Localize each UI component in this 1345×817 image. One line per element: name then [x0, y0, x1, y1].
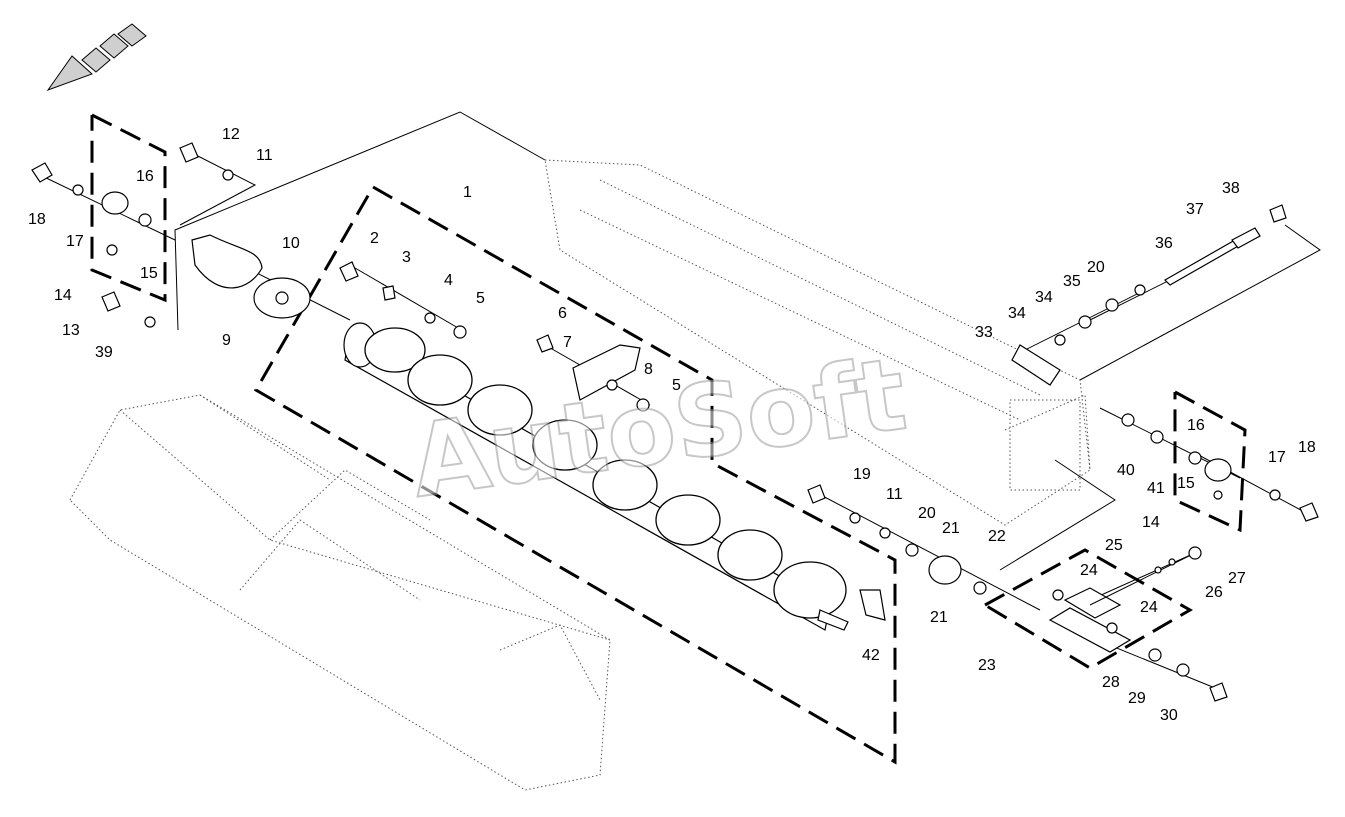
callout-5: 5 — [476, 290, 485, 307]
right-bearing-parts — [807, 204, 1319, 702]
callout-25: 25 — [1105, 537, 1123, 554]
callout-41: 41 — [1147, 480, 1165, 497]
callout-37: 37 — [1186, 201, 1204, 218]
callout-5b: 5 — [672, 377, 681, 394]
callout-9: 9 — [222, 332, 231, 349]
callout-16: 16 — [136, 168, 154, 185]
callout-8: 8 — [644, 361, 653, 378]
direction-arrow-icon — [46, 23, 147, 92]
callout-27: 27 — [1228, 570, 1246, 587]
callout-17b: 17 — [1268, 449, 1286, 466]
callout-35: 35 — [1063, 273, 1081, 290]
callout-6: 6 — [558, 305, 567, 322]
callout-12: 12 — [222, 126, 240, 143]
callout-16b: 16 — [1187, 417, 1205, 434]
callout-36: 36 — [1155, 235, 1173, 252]
callout-2: 2 — [370, 230, 379, 247]
callout-23: 23 — [978, 657, 996, 674]
callout-15b: 15 — [1177, 475, 1195, 492]
callout-20: 20 — [918, 505, 936, 522]
callout-38: 38 — [1222, 180, 1240, 197]
callout-22: 22 — [988, 528, 1006, 545]
callout-18b: 18 — [1298, 439, 1316, 456]
group-outlines — [90, 113, 1247, 765]
callout-34: 34 — [1008, 305, 1026, 322]
callout-19: 19 — [853, 466, 871, 483]
callout-40: 40 — [1117, 462, 1135, 479]
callout-28: 28 — [1102, 674, 1120, 691]
callout-24b: 24 — [1140, 599, 1158, 616]
callout-11b: 11 — [886, 486, 903, 503]
callout-42: 42 — [862, 647, 880, 664]
callout-3: 3 — [402, 249, 411, 266]
callout-20b: 20 — [1087, 259, 1105, 276]
callout-26: 26 — [1205, 584, 1223, 601]
header-frame-right — [544, 159, 1091, 526]
watermark: AutoSoft — [404, 335, 913, 520]
callout-34b: 34 — [1035, 289, 1053, 306]
callout-1: 1 — [463, 184, 472, 201]
callout-17: 17 — [66, 233, 84, 250]
callout-39: 39 — [95, 344, 113, 361]
callout-29: 29 — [1128, 690, 1146, 707]
callout-labels: 1 2 3 4 5 6 7 8 5 9 10 11 12 13 14 15 16… — [28, 126, 1316, 724]
callout-4: 4 — [444, 272, 453, 289]
callout-21: 21 — [942, 520, 960, 537]
callout-30: 30 — [1160, 707, 1178, 724]
callout-14: 14 — [54, 287, 72, 304]
callout-14b: 14 — [1142, 514, 1160, 531]
callout-33: 33 — [975, 324, 993, 341]
callout-13: 13 — [62, 322, 80, 339]
callout-7: 7 — [563, 334, 572, 351]
callout-24: 24 — [1080, 562, 1098, 579]
left-bearing-assembly — [31, 142, 311, 328]
callout-15: 15 — [140, 265, 158, 282]
header-frame-left — [69, 394, 611, 791]
callout-11: 11 — [256, 147, 273, 164]
callout-18: 18 — [28, 211, 46, 228]
callout-10: 10 — [282, 235, 300, 252]
callout-21b: 21 — [930, 609, 948, 626]
auger — [339, 261, 886, 631]
